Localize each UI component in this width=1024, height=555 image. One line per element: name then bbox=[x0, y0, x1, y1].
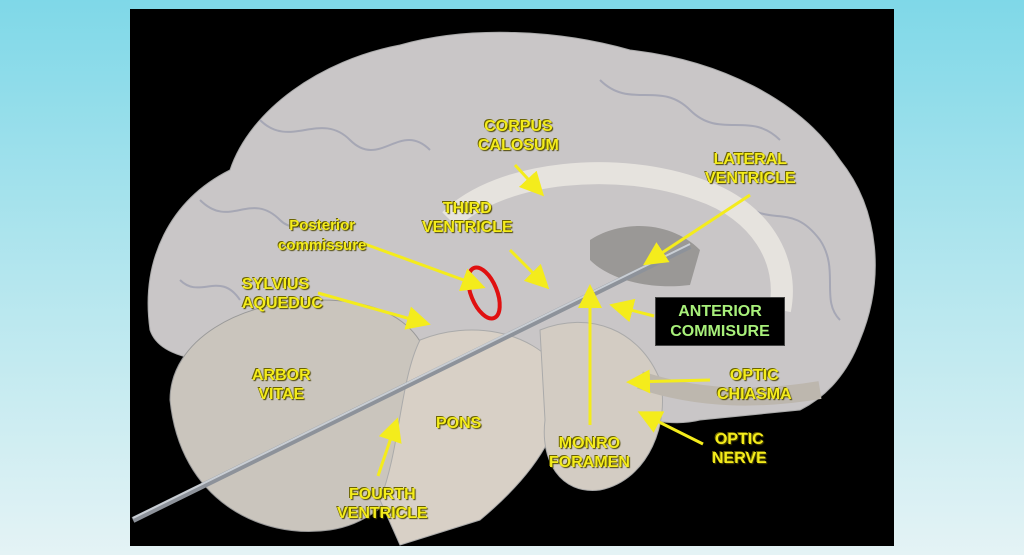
label-line: FOURTH bbox=[349, 486, 416, 503]
corpus-callosum-shape bbox=[442, 162, 793, 313]
label-line: CORPUS bbox=[484, 118, 553, 135]
label-line: AQUEDUC bbox=[242, 295, 323, 312]
label-line: VENTRICLE bbox=[422, 219, 513, 236]
label-line: LATERAL bbox=[713, 151, 788, 168]
hypothalamus-shape bbox=[539, 321, 663, 491]
label-line: COMMISURE bbox=[670, 323, 770, 340]
highlight-ring bbox=[466, 265, 502, 321]
label-line: ANTERIOR bbox=[678, 303, 762, 320]
label-arbor-vitae: ARBOR VITAE bbox=[252, 366, 311, 404]
label-anterior-commisure: ANTERIOR COMMISURE bbox=[655, 297, 785, 346]
label-line: commissure bbox=[278, 237, 367, 254]
label-line: SYLVIUS bbox=[242, 276, 310, 293]
label-line: PONS bbox=[436, 415, 482, 432]
optic-chiasm-shape bbox=[637, 371, 822, 406]
label-corpus-calosum: CORPUS CALOSUM bbox=[478, 117, 559, 155]
label-pons: PONS bbox=[436, 414, 481, 433]
label-line: CHIASMA bbox=[717, 386, 792, 403]
label-line: Posterior bbox=[289, 217, 356, 234]
label-monro-foramen: MONRO FORAMEN bbox=[549, 434, 630, 472]
label-line: VITAE bbox=[258, 386, 305, 403]
label-fourth-ventricle: FOURTH VENTRICLE bbox=[337, 485, 428, 523]
label-posterior-commissure: Posterior commissure bbox=[278, 216, 366, 256]
label-optic-chiasma: OPTIC CHIASMA bbox=[717, 366, 792, 404]
label-line: VENTRICLE bbox=[337, 505, 428, 522]
label-line: CALOSUM bbox=[478, 137, 559, 154]
label-line: MONRO bbox=[558, 435, 621, 452]
label-third-ventricle: THIRD VENTRICLE bbox=[422, 199, 513, 237]
label-optic-nerve: OPTIC NERVE bbox=[712, 430, 767, 468]
label-sylvius-aqueduc: SYLVIUS AQUEDUC bbox=[242, 275, 323, 313]
label-arrows bbox=[317, 163, 751, 477]
label-line: VENTRICLE bbox=[705, 170, 796, 187]
label-line: OPTIC bbox=[729, 367, 779, 384]
label-line: NERVE bbox=[712, 450, 767, 467]
label-line: OPTIC bbox=[714, 431, 764, 448]
label-line: ARBOR bbox=[252, 367, 311, 384]
label-line: THIRD bbox=[442, 200, 492, 217]
label-line: FORAMEN bbox=[549, 454, 630, 471]
gyri-texture bbox=[179, 79, 841, 321]
label-lateral-ventricle: LATERAL VENTRICLE bbox=[705, 150, 796, 188]
